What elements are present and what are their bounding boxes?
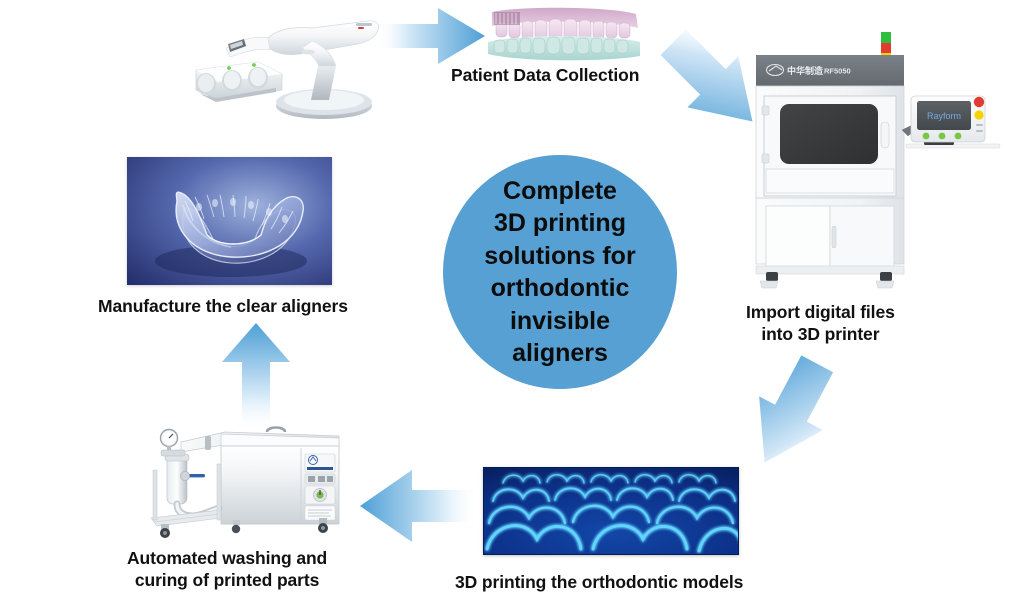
hub-line-3: solutions for <box>484 241 636 270</box>
printer-model-text: RF5050 <box>824 67 851 76</box>
clear-aligner-image <box>127 157 332 285</box>
stage-label-3d-printing-models: 3D printing the orthodontic models <box>455 571 743 593</box>
industrial-3d-printer-image: 中华制造 RF5050 Ra <box>755 32 1001 289</box>
washing-curing-machine-image <box>150 426 340 538</box>
stage-label-patient-data-collection: Patient Data Collection <box>451 64 639 86</box>
hub-line-5: invisible <box>509 306 611 335</box>
label-line: Manufacture the clear aligners <box>98 296 348 316</box>
stage-label-manufacture-clear-aligners: Manufacture the clear aligners <box>98 295 348 317</box>
svg-text:中华制造: 中华制造 <box>787 65 824 76</box>
label-line: Patient Data Collection <box>451 65 640 85</box>
hub-line-1: Complete <box>503 176 617 205</box>
stage-label-washing-and-curing: Automated washing and curing of printed … <box>127 547 327 592</box>
hub-line-4: orthodontic <box>490 274 630 302</box>
arrow-right-icon <box>378 8 485 64</box>
printer-panel-screen-text: Rayform <box>927 111 961 121</box>
stage-label-import-digital-files: Import digital files into 3D printer <box>746 301 895 346</box>
printed-dental-models-image <box>483 467 739 555</box>
digital-dental-scan-image <box>488 7 640 61</box>
intraoral-scanner-image <box>195 20 379 119</box>
center-hub: Complete 3D printing solutions for ortho… <box>443 155 677 389</box>
label-line: Automated washing and <box>127 548 328 568</box>
hub-line-6: aligners <box>512 339 608 367</box>
arrow-down-right-icon <box>660 29 753 122</box>
label-line: into 3D printer <box>761 324 880 345</box>
arrow-down-left-icon <box>759 355 834 463</box>
label-line: curing of printed parts <box>134 570 320 591</box>
arrow-left-icon <box>360 470 476 542</box>
label-line: 3D printing the orthodontic models <box>455 572 744 592</box>
arrow-up-icon <box>222 323 290 430</box>
hub-line-2: 3D printing <box>494 209 626 237</box>
label-line: Import digital files <box>746 302 895 322</box>
